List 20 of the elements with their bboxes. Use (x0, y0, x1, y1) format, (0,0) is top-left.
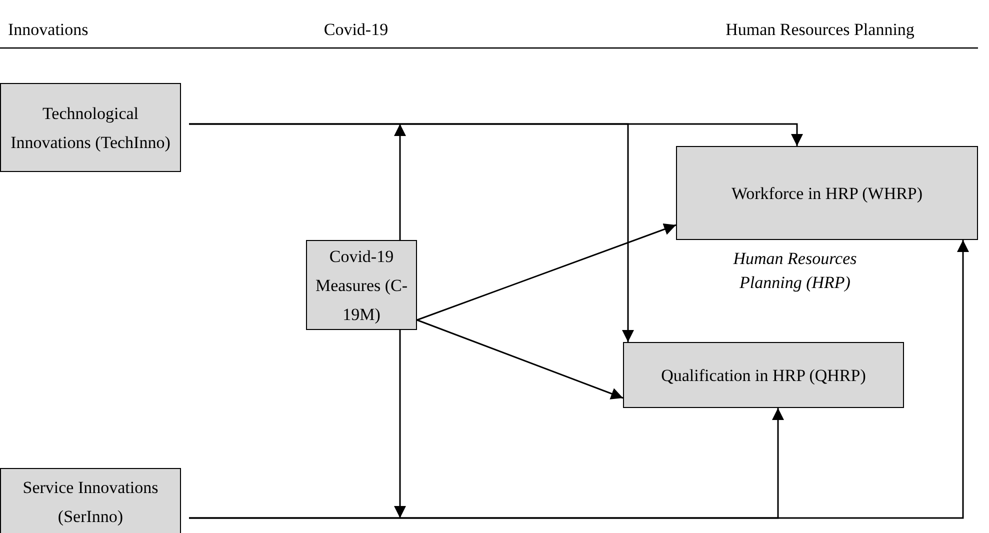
arrow (189, 408, 784, 519)
group-caption: Human Resources Planning (HRP) (732, 248, 858, 294)
arrow (416, 224, 676, 321)
arrow (394, 330, 406, 518)
arrow (394, 124, 406, 240)
arrow (189, 123, 634, 342)
arrow (416, 319, 624, 400)
box-label: Workforce in HRP (WHRP) (731, 182, 923, 204)
variable-box (623, 342, 904, 408)
column-heading: Innovations (8, 19, 90, 41)
column-heading: Covid-19 (322, 19, 390, 41)
variable-box (0, 83, 181, 172)
variable-box (676, 146, 978, 240)
variable-box (0, 468, 181, 533)
box-label: Technological Innovations (TechInno) (10, 102, 172, 154)
box-label: Service Innovations (SerInno) (22, 477, 160, 528)
box-label: Covid-19 Measures (C-19M) (314, 246, 409, 326)
variable-box (306, 240, 417, 330)
box-label: Qualification in HRP (QHRP) (661, 364, 866, 386)
column-heading: Human Resources Planning (724, 19, 916, 41)
